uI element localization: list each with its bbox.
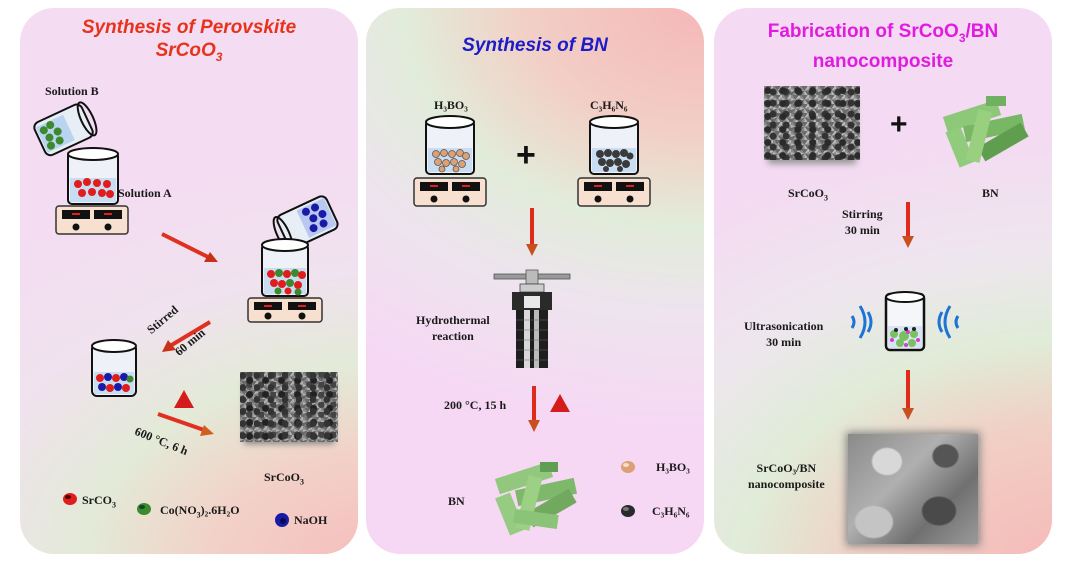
sem-image-nanocomposite	[848, 434, 978, 544]
arrow-down-2-icon	[902, 370, 914, 420]
panel1-title-line2: SrCoO3	[155, 40, 223, 64]
label-bn-product: BN	[448, 494, 465, 508]
bn-flakes-icon	[494, 461, 578, 536]
hydrothermal-autoclave-icon	[493, 269, 571, 368]
plus-sign: +	[516, 136, 536, 174]
heat-triangle-icon	[550, 394, 570, 412]
label-bn: BN	[982, 186, 999, 200]
panel-fabrication-nanocomposite: Fabrication of SrCoO3/BN nanocomposite S…	[714, 8, 1052, 554]
sem-image-srcoo3	[764, 86, 860, 160]
legend-c3h6n6-sphere-icon	[621, 505, 635, 517]
panel1-title-line1: Synthesis of Perovskite	[81, 17, 297, 38]
legend-cobalt-nitrate-sphere-icon	[137, 503, 151, 515]
panel1-title: Synthesis of Perovskite SrCoO3	[20, 16, 358, 69]
panel3-title: Fabrication of SrCoO3/BN nanocomposite	[767, 21, 999, 72]
label-c3h6n6: C₃H₆N₆	[590, 98, 628, 112]
beaker-h3bo3-hotplate-icon	[413, 115, 487, 207]
label-hydrothermal-condition: 200 °C, 15 h	[444, 398, 507, 412]
label-srcoo3: SrCoO3	[788, 186, 828, 203]
label-srcoo3-product: SrCoO3	[264, 470, 304, 487]
label-solution-a: Solution A	[118, 186, 172, 200]
panel-synthesis-bn: Synthesis of BN H₃BO₃ C₃H₆N₆ +	[366, 8, 704, 554]
legend-label-h3bo3: H₃BO₃	[656, 460, 690, 474]
arrow-down-1-icon	[526, 208, 538, 256]
legend-srco3-sphere-icon	[63, 493, 77, 505]
bn-flakes-icon	[942, 96, 1029, 168]
beaker-mixing-hotplate-icon	[247, 195, 339, 323]
label-h3bo3: H₃BO₃	[434, 98, 468, 112]
beaker-solution-b-icon	[33, 101, 98, 157]
arrow-right-calcination-icon	[157, 412, 214, 436]
sem-image-srcoo3	[240, 372, 338, 442]
plus-sign: +	[890, 108, 908, 141]
arrow-right-down-icon	[161, 232, 218, 262]
legend-h3bo3-sphere-icon	[621, 461, 635, 473]
heat-triangle-icon	[174, 390, 194, 408]
arrow-down-1-icon	[902, 202, 914, 248]
legend-label-cobalt-nitrate: Co(NO3)₂.6H₂O	[160, 503, 240, 520]
panel-synthesis-srcoo3: Synthesis of Perovskite SrCoO3 Solution …	[20, 8, 358, 554]
ultrasonication-beaker-icon	[850, 291, 960, 352]
arrow-left-down-icon	[162, 320, 212, 352]
legend-label-srco3: SrCO3	[82, 493, 116, 510]
beaker-solution-a-hotplate-icon	[55, 147, 129, 235]
beaker-mixture-icon	[91, 339, 137, 397]
panel2-title: Synthesis of BN	[462, 35, 608, 56]
legend-label-naoh: NaOH	[294, 513, 328, 527]
legend-naoh-sphere-icon	[275, 513, 289, 527]
legend-label-c3h6n6: C₃H₆N₆	[652, 504, 690, 518]
arrow-down-2-icon	[528, 386, 540, 432]
beaker-c3h6n6-hotplate-icon	[577, 115, 651, 207]
label-solution-b: Solution B	[45, 84, 99, 98]
